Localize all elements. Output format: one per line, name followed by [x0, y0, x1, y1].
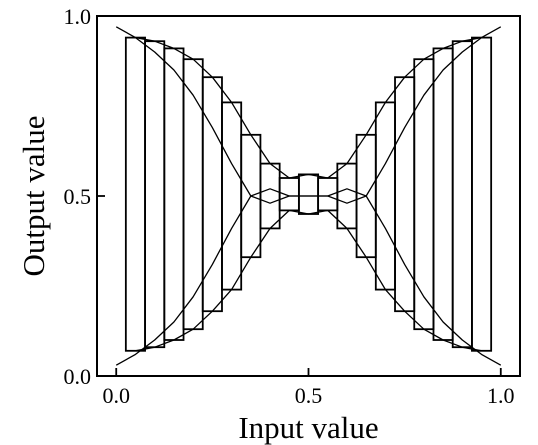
- bar-10: [317, 177, 339, 212]
- y-axis-label: Output value: [16, 116, 51, 277]
- series-line-5: [308, 188, 502, 366]
- ticks-layer: 0.0 0.5 1.0 0.0 0.5 1.0: [64, 4, 515, 408]
- x-tick-label-0: 0.0: [102, 383, 130, 408]
- x-axis-label: Input value: [238, 410, 378, 445]
- bar-9: [297, 173, 320, 215]
- bar-7: [259, 162, 281, 230]
- bar-13: [374, 101, 396, 291]
- series-line-1: [135, 209, 482, 352]
- x-tick-label-1: 0.5: [295, 383, 323, 408]
- bar-1: [144, 40, 166, 349]
- x-tick-label-2: 1.0: [487, 383, 515, 408]
- bar-5: [221, 101, 243, 291]
- y-tick-label-2: 1.0: [64, 4, 92, 29]
- y-tick-label-0: 0.0: [64, 364, 92, 389]
- series-line-0: [135, 36, 482, 179]
- series-line-3: [115, 188, 309, 366]
- bar-11: [336, 162, 358, 230]
- bar-3: [182, 58, 204, 331]
- bar-0: [124, 36, 146, 352]
- bar-17: [451, 40, 473, 349]
- bar-15: [413, 58, 435, 331]
- bar-2: [163, 47, 185, 341]
- y-tick-label-1: 0.5: [64, 184, 92, 209]
- bar-18: [471, 36, 493, 352]
- bar-8: [278, 177, 300, 212]
- series-line-2: [115, 26, 309, 204]
- bar-16: [432, 47, 454, 341]
- series-line-4: [308, 26, 502, 204]
- lines-layer: [115, 26, 502, 366]
- bars-layer: [124, 36, 493, 352]
